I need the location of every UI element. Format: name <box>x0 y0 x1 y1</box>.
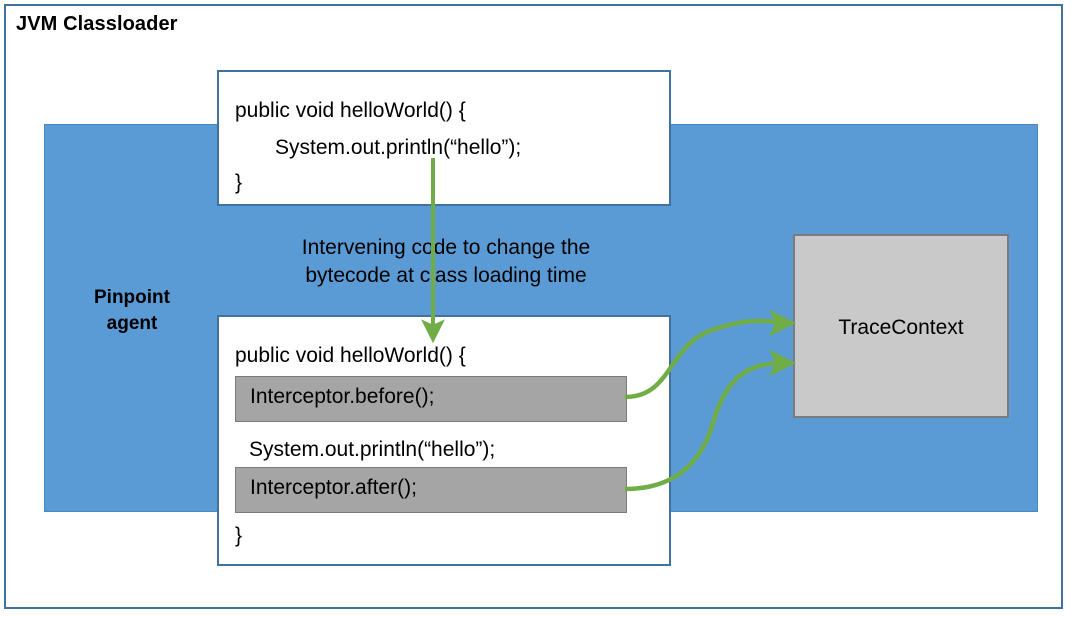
instrumented-code-box: public void helloWorld() { Interceptor.b… <box>217 315 671 566</box>
instrumented-code-line-1: public void helloWorld() { <box>235 344 466 367</box>
original-code-line-2: System.out.println(“hello”); <box>275 136 522 159</box>
intervening-code-note-line1: Intervening code to change the <box>301 236 591 259</box>
intervening-code-note: Intervening code to change the bytecode … <box>246 234 646 291</box>
pinpoint-agent-label: Pinpoint agent <box>62 285 202 336</box>
original-code-box: public void helloWorld() { System.out.pr… <box>217 70 671 206</box>
instrumented-code-line-5: } <box>235 524 243 547</box>
trace-context-label: TraceContext <box>838 316 964 339</box>
pinpoint-agent-label-line2: agent <box>106 312 158 334</box>
original-code-line-1: public void helloWorld() { <box>235 99 466 122</box>
interceptor-after-label: Interceptor.after(); <box>250 476 417 499</box>
intervening-code-note-line2: bytecode at class loading time <box>305 264 587 288</box>
diagram-title: JVM Classloader <box>16 13 178 35</box>
instrumented-code-line-3: System.out.println(“hello”); <box>249 438 496 461</box>
original-code-line-3: } <box>235 171 243 194</box>
pinpoint-agent-label-line1: Pinpoint <box>94 287 170 308</box>
interceptor-after-bar: Interceptor.after(); <box>235 467 627 513</box>
interceptor-before-bar: Interceptor.before(); <box>235 376 627 422</box>
trace-context-box: TraceContext <box>793 234 1009 418</box>
interceptor-before-label: Interceptor.before(); <box>250 385 435 408</box>
